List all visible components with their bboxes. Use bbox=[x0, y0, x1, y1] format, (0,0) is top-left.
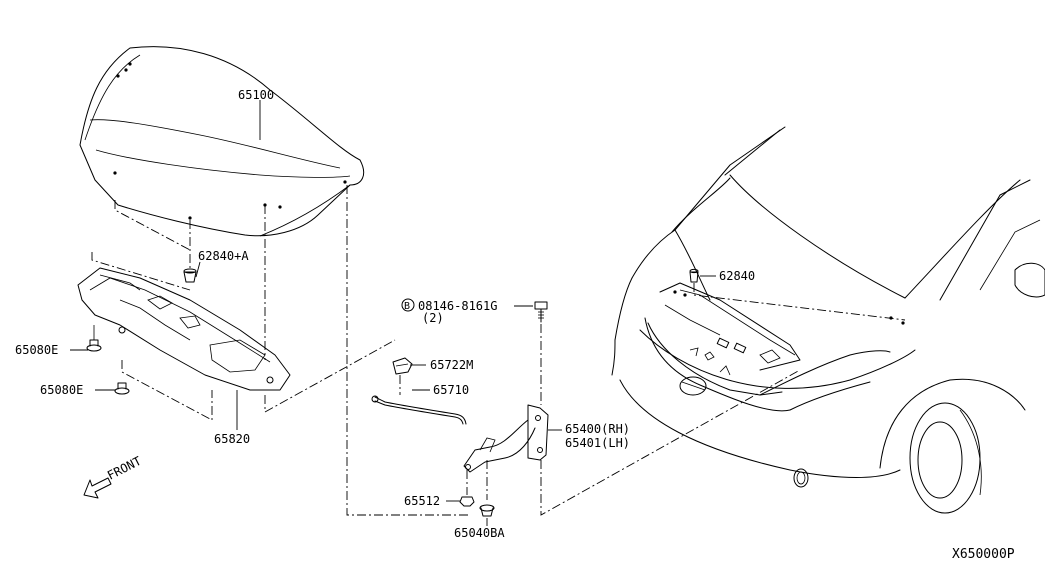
clip-e1-icon bbox=[86, 325, 102, 352]
bolt-icon bbox=[534, 301, 548, 323]
vehicle-front bbox=[611, 126, 1045, 514]
guide-car-clip bbox=[693, 283, 906, 321]
label-clip-e1: 65080E bbox=[15, 343, 58, 357]
nut-icon bbox=[459, 496, 475, 507]
diagram-code: X650000P bbox=[952, 547, 1015, 562]
guide-hood-left bbox=[114, 200, 191, 251]
support-rod bbox=[371, 395, 467, 425]
front-label: FRONT bbox=[105, 454, 144, 483]
label-nut: 65512 bbox=[404, 494, 440, 508]
label-grommet: 65040BA bbox=[454, 526, 505, 540]
front-arrow-icon bbox=[83, 477, 112, 499]
label-clip-e2: 65080E bbox=[40, 383, 83, 397]
label-hood: 65100 bbox=[238, 88, 274, 102]
hood-insulator bbox=[77, 267, 291, 391]
label-hood-clip: 62840+A bbox=[198, 249, 249, 263]
guide-ins-left bbox=[121, 360, 213, 421]
hood-panel bbox=[79, 46, 365, 237]
clip-e2-icon bbox=[114, 382, 130, 395]
label-rod: 65710 bbox=[433, 383, 469, 397]
hood-clip-icon bbox=[183, 268, 197, 283]
label-bolt-qty: (2) bbox=[422, 311, 444, 325]
label-hinge-cover: 65722M bbox=[430, 358, 473, 372]
guide-ins-right bbox=[264, 339, 396, 413]
label-hinge-lh: 65401(LH) bbox=[565, 436, 630, 450]
guide-hinge-car bbox=[540, 369, 801, 516]
hinge-cover-icon bbox=[392, 357, 413, 375]
bolt-marker-letter: B bbox=[404, 301, 410, 312]
label-hinge-rh: 65400(RH) bbox=[565, 422, 630, 436]
grommet-icon bbox=[479, 504, 495, 517]
guide-hood-right bbox=[346, 185, 470, 516]
hood-hinge bbox=[463, 404, 549, 473]
label-car-clip: 62840 bbox=[719, 269, 755, 283]
guide-ins-top bbox=[91, 252, 191, 291]
bolt-marker: B bbox=[401, 298, 415, 312]
leader-hood-clip bbox=[195, 261, 201, 278]
label-bolt: 08146-8161G bbox=[418, 299, 497, 313]
label-insulator: 65820 bbox=[214, 432, 250, 446]
car-clip-icon bbox=[689, 268, 699, 283]
